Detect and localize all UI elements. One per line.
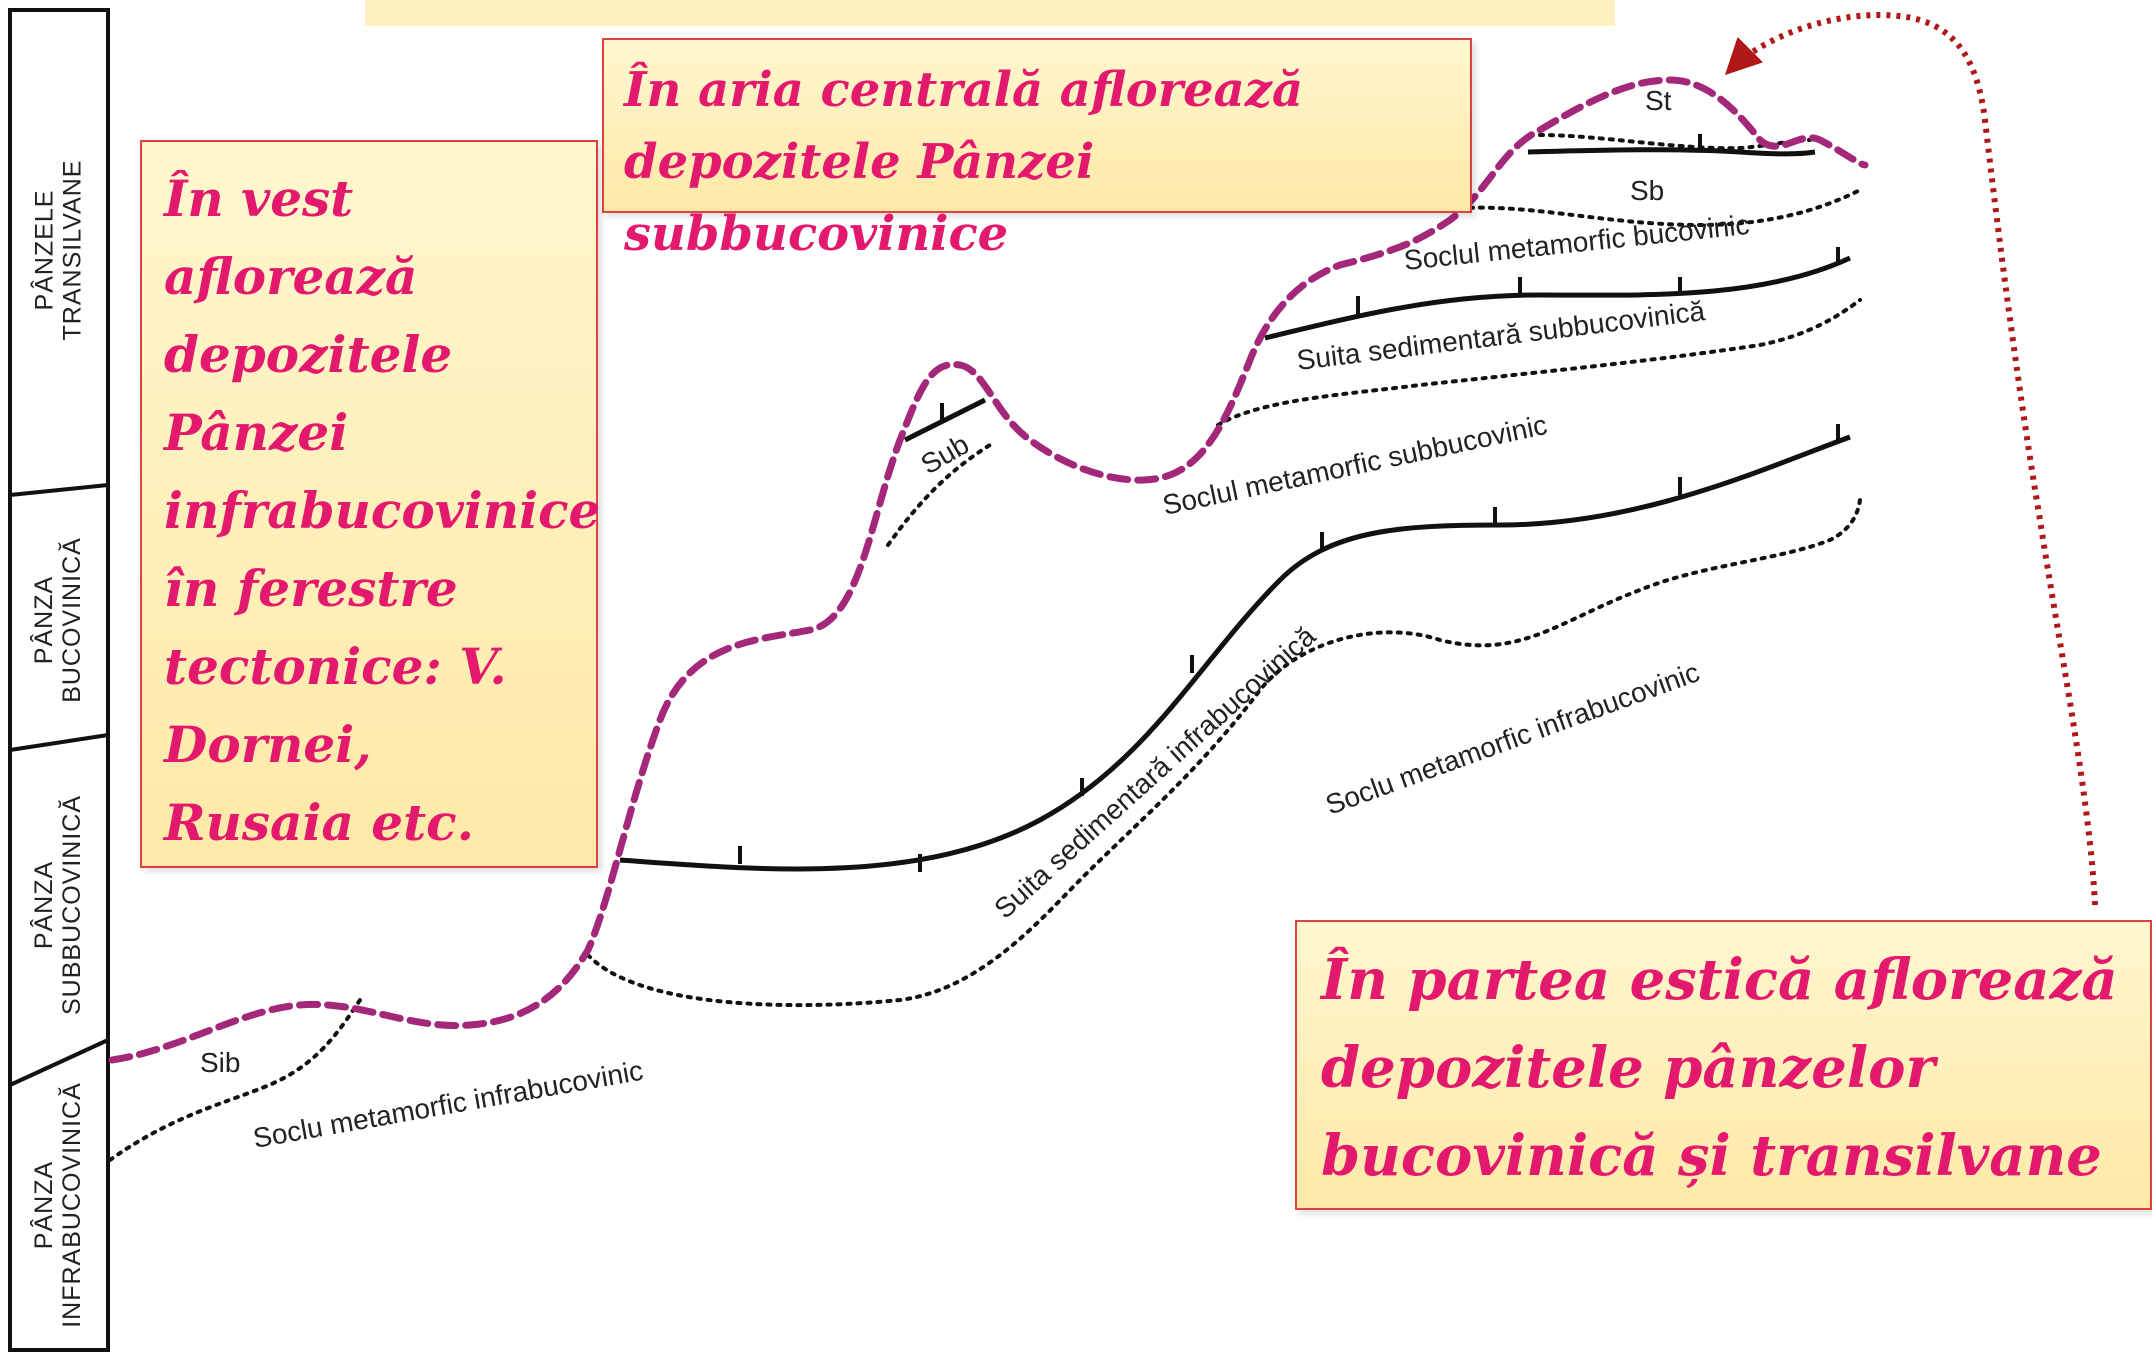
label-sib: Sib: [200, 1047, 240, 1078]
column-divider: [9, 483, 109, 497]
label-sb: Sb: [1630, 175, 1664, 206]
sib-contact: [108, 998, 362, 1162]
label-soclu-infrabucovinic-east: Soclu metamorfic infrabucovinic: [1321, 656, 1703, 820]
column-label-bucovinica: PÂNZA BUCOVINICĂ: [30, 537, 86, 703]
dotted-contacts: [108, 133, 1862, 1162]
subbucovinic-thrust: [1264, 255, 1852, 341]
callout-west: În vest aflorează depozitele Pânzei infr…: [140, 140, 600, 868]
nappe-column-frame: [8, 8, 110, 1352]
bucovinic-thrust: [1527, 147, 1816, 157]
column-label-transilvane: PÂNZELE TRANSILVANE: [30, 159, 87, 341]
infrabucovinic-basement-contact: [586, 498, 1862, 1008]
subbucovinic-basement-contact: [1216, 298, 1862, 427]
callout-central: În aria centrală aflorează depozitele Pâ…: [602, 38, 1472, 262]
label-st: St: [1645, 85, 1672, 116]
sb-lower-contact: [1438, 188, 1862, 228]
column-divider: [9, 1038, 109, 1087]
label-soclu-infrabucovinic-west: Soclu metamorfic infrabucovinic: [251, 1055, 646, 1154]
label-suita-infrabucovinica: Suita sedimentară infrabucovinică: [988, 620, 1321, 925]
callout-east: În partea estică aflorează depozitele pâ…: [1295, 920, 2152, 1210]
column-divider: [9, 733, 109, 752]
label-sub: Sub: [916, 428, 975, 480]
nappe-column: [8, 8, 110, 1352]
column-label-infrabucovinica: PÂNZA INFRABUCOVINICĂ: [30, 1082, 86, 1328]
sub-contact: [886, 443, 992, 547]
column-label-subbucovinica: PÂNZA SUBBUCOVINICĂ: [30, 795, 87, 1015]
topographic-surface: [108, 76, 1869, 1064]
top-banner: [365, 0, 1615, 26]
thrust-ticks: [738, 134, 1840, 872]
thrust-faults: [619, 147, 1852, 872]
sub-thrust: [903, 397, 987, 443]
infrabucovinic-thrust: [619, 434, 1851, 872]
